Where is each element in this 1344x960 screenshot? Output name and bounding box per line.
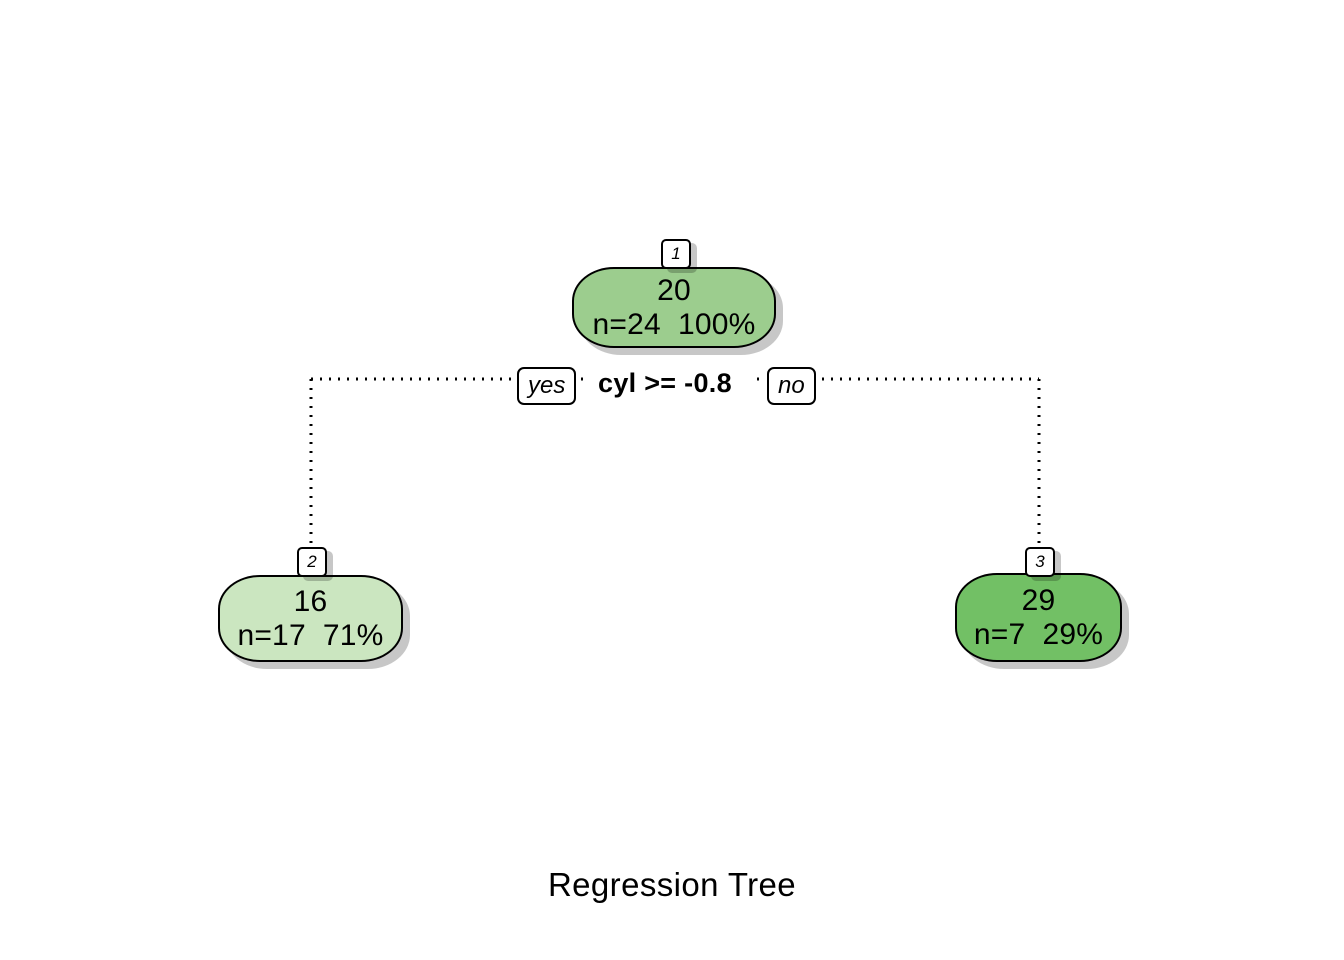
tree-node-3[interactable]: 29 n=7 29%: [955, 573, 1122, 662]
node-id-label: 1: [671, 244, 681, 263]
node-value: 29: [1021, 583, 1056, 617]
node-value: 16: [293, 584, 328, 618]
tree-node-1[interactable]: 20 n=24 100%: [572, 267, 776, 348]
branch-tag-label: no: [778, 372, 805, 399]
split-condition-label: cyl >= -0.8: [592, 368, 738, 399]
node-id-label: 2: [307, 552, 317, 571]
plot-title: Regression Tree: [547, 866, 797, 903]
split-condition-text: cyl >= -0.8: [598, 368, 732, 398]
node-id-badge-2: 2: [297, 547, 327, 577]
node-id-badge-3: 3: [1025, 547, 1055, 577]
branch-tag-no: no: [767, 367, 816, 405]
branch-tag-yes: yes: [517, 367, 577, 405]
node-stats: n=24 100%: [592, 307, 756, 341]
tree-node-2[interactable]: 16 n=17 71%: [218, 575, 403, 662]
node-id-badge-1: 1: [661, 239, 691, 269]
node-id-label: 3: [1035, 552, 1045, 571]
branch-tag-label: yes: [528, 372, 566, 399]
node-value: 20: [657, 273, 691, 307]
node-stats: n=17 71%: [237, 618, 384, 652]
node-stats: n=7 29%: [973, 617, 1104, 651]
